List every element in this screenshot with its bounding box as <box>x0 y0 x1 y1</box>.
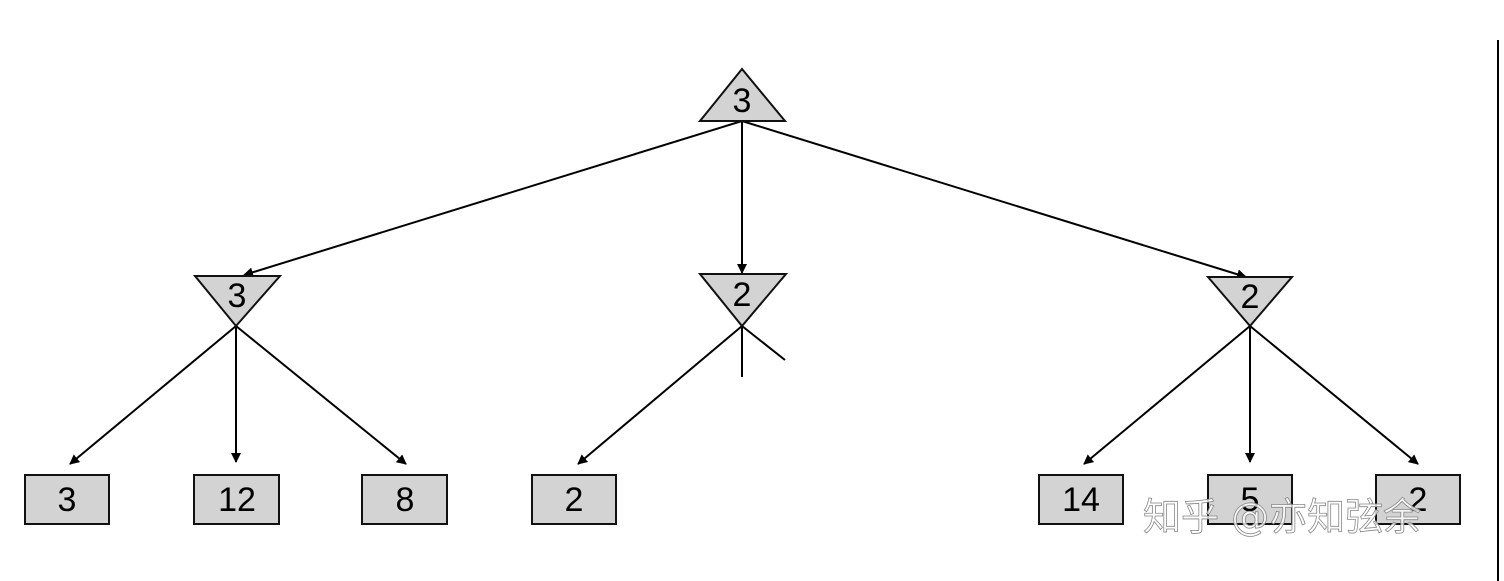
edge-min-1-to-leaf-3 <box>235 325 407 465</box>
leaf-box <box>531 474 617 525</box>
leaf-node-6: 5 <box>1207 474 1293 525</box>
min-triangle-shape <box>1205 276 1295 328</box>
leaf-box <box>1207 474 1293 525</box>
min-node-3-value: 2 <box>1241 278 1260 316</box>
leaf-box <box>193 474 280 525</box>
leaf-node-1: 3 <box>24 474 110 525</box>
watermark-text: 知乎 @亦知弦余 <box>1143 495 1421 539</box>
edge-min-2-to-leaf-4 <box>577 325 743 465</box>
min-triangle-shape <box>697 273 789 328</box>
edge-root-to-min-1 <box>243 120 743 278</box>
leaf-node-5: 14 <box>1038 474 1124 525</box>
root-max-node: 3 <box>697 67 788 122</box>
edge-min-3-to-leaf-7 <box>1249 325 1419 465</box>
edge-min-1-to-leaf-1 <box>69 325 237 465</box>
leaf-4-value: 2 <box>565 481 584 519</box>
min-node-2: 2 <box>697 273 789 328</box>
leaf-box <box>361 474 448 525</box>
leaf-node-2: 12 <box>193 474 280 525</box>
leaf-3-value: 8 <box>396 481 415 519</box>
min-node-3: 2 <box>1205 276 1295 328</box>
max-triangle-shape <box>697 67 788 122</box>
pruned-branch-2 <box>741 325 786 361</box>
leaf-6-value: 5 <box>1241 481 1260 519</box>
leaf-1-value: 3 <box>58 481 77 519</box>
leaf-box <box>24 474 110 525</box>
leaf-box <box>1375 474 1461 525</box>
min-node-1-value: 3 <box>228 277 247 315</box>
min-node-1: 3 <box>192 275 283 328</box>
min-triangle-shape <box>192 275 283 328</box>
edge-min-3-to-leaf-5 <box>1083 325 1251 465</box>
leaf-5-value: 14 <box>1062 481 1100 519</box>
leaf-node-7: 2 <box>1375 474 1461 525</box>
min-node-2-value: 2 <box>733 276 752 314</box>
leaf-7-value: 2 <box>1409 481 1428 519</box>
leaf-node-3: 8 <box>361 474 448 525</box>
leaf-node-4: 2 <box>531 474 617 525</box>
leaf-box <box>1038 474 1124 525</box>
edge-root-to-min-3 <box>741 120 1247 280</box>
leaf-2-value: 12 <box>218 481 256 519</box>
root-value: 3 <box>733 82 752 120</box>
